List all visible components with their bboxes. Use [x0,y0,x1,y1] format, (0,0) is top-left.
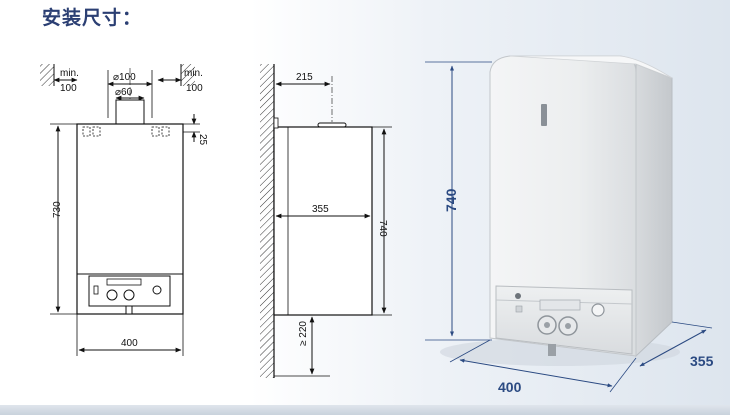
power-button [515,293,521,299]
top-offset-dimension: 25 [197,134,208,146]
pressure-gauge [591,303,605,317]
photo-height-dimension: 740 [443,188,459,212]
flue-inner-diameter: ⌀60 [115,87,133,98]
clearance-value-left: 100 [60,83,77,94]
clearance-label-right: min. [184,68,203,79]
brand-logo [541,104,547,126]
front-control-panel [88,275,171,307]
boiler-side-panel [635,63,673,358]
ceiling-hatch-left [40,64,54,86]
front-height-dimension: 730 [52,201,63,218]
boiler-photo: 740 400 355 [425,55,714,395]
flue-outer-diameter: ⌀100 [113,72,136,83]
bottom-divider-strip [0,405,730,415]
side-view-drawing: 215 355 740 ≥ 220 [260,64,392,378]
flue-pipe [115,99,145,125]
side-boiler-outline [273,126,373,316]
front-view-drawing: min. 100 min. 100 ⌀100 ⌀60 [40,64,208,356]
clearance-value-right: 100 [186,83,203,94]
page-title: 安装尺寸： [42,7,143,29]
wall-hatch [260,64,274,378]
ceiling-hatch-right [181,64,195,86]
flue-offset-dimension: 215 [296,72,313,83]
boiler-display [539,299,581,311]
side-height-dimension: 740 [377,220,388,237]
floor-clearance-dimension: ≥ 220 [298,321,309,346]
front-width-dimension: 400 [121,338,138,349]
clearance-label-left: min. [60,68,79,79]
side-depth-dimension: 355 [312,204,329,215]
photo-width-dimension: 400 [498,379,522,395]
photo-depth-dimension: 355 [690,353,714,369]
